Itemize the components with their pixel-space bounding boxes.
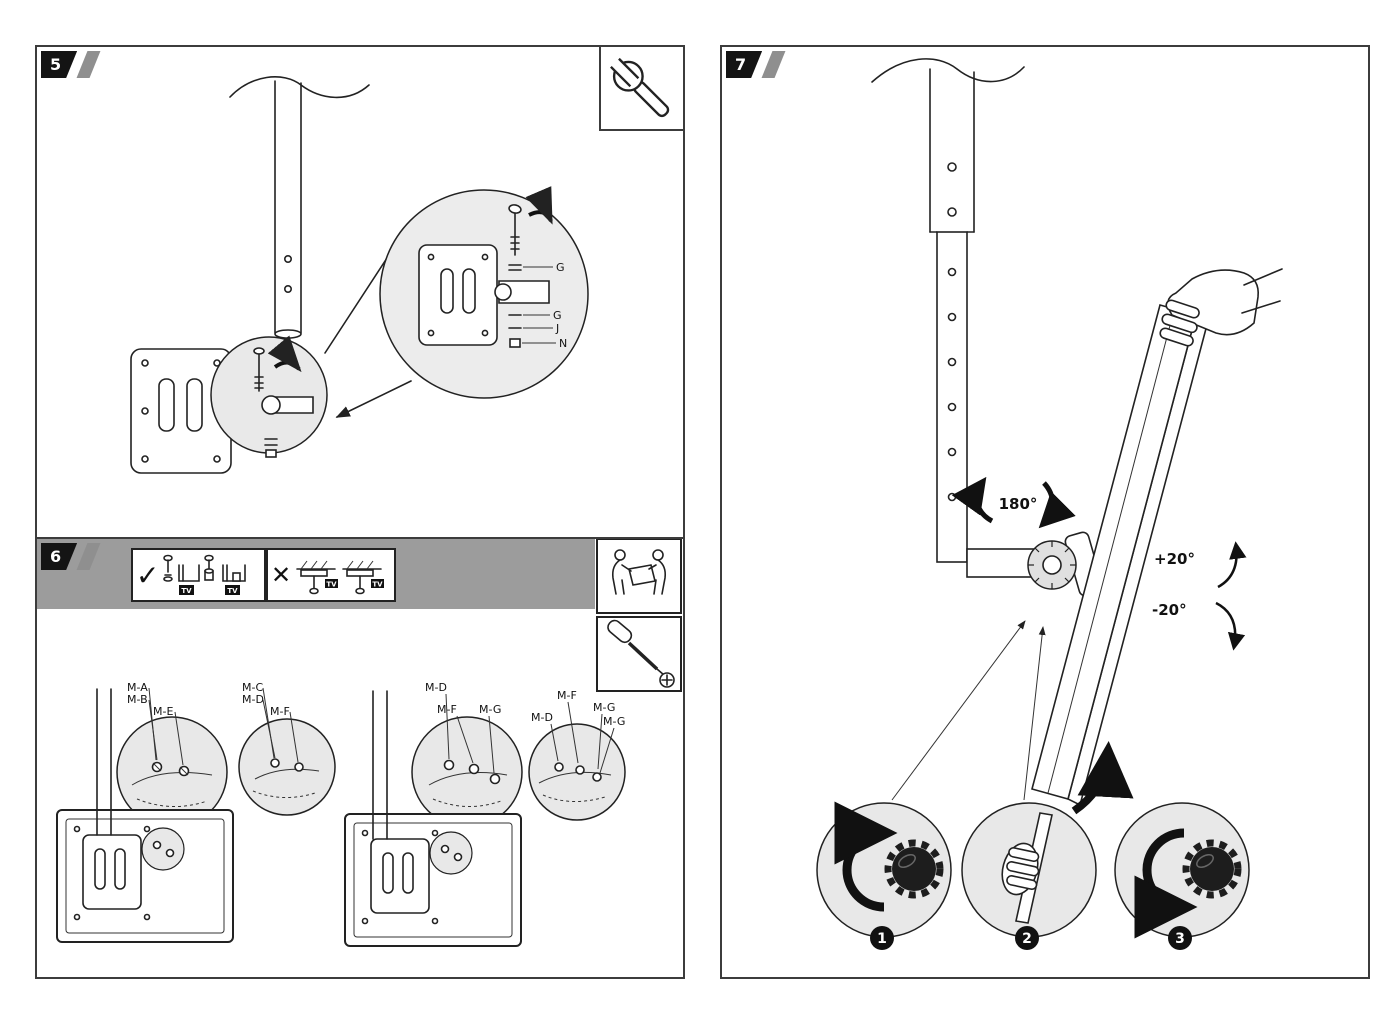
detail2-label-0: M-C	[242, 681, 263, 694]
tv-tag-label: TV	[372, 581, 383, 589]
ceiling-curve	[229, 76, 370, 99]
ceiling-curve	[871, 58, 1025, 83]
step5-number: 5	[41, 51, 77, 78]
tv-tag	[179, 585, 194, 595]
callout2-number: 2	[1022, 931, 1032, 947]
tv-bracket-icon	[222, 564, 246, 582]
rotation-label: 180°	[999, 495, 1038, 513]
detail1-label-1: M-B	[127, 693, 148, 706]
detail3-label-2: M-G	[479, 703, 501, 716]
tilt-motion-arrow	[1071, 741, 1134, 815]
tilt-down-arrow	[1215, 601, 1246, 651]
part-labels: G G J N	[522, 261, 567, 350]
callout3-badge	[1168, 926, 1192, 950]
callout3-number: 3	[1175, 931, 1185, 947]
tv-tag-label: TV	[181, 587, 192, 595]
screw-icon	[163, 554, 173, 582]
rotation-180-symbol: 180°	[951, 476, 1076, 529]
zoom-line-bottom	[335, 380, 412, 418]
callout2-leader	[1023, 626, 1046, 801]
hand-icon	[1159, 268, 1283, 347]
step7-illustration: 180°	[816, 58, 1283, 950]
step6-number: 6	[41, 543, 77, 570]
callout-circle-2	[961, 802, 1097, 938]
detail4-label-3: M-G	[603, 715, 625, 728]
label-J: J	[555, 322, 559, 335]
label-G-top: G	[556, 261, 565, 274]
detail2-label-2: M-F	[270, 705, 290, 718]
screw-spacer-icon	[204, 554, 214, 581]
zoom-detail-circle	[379, 186, 589, 399]
detail4-label-2: M-G	[593, 701, 615, 714]
tv-tag	[225, 585, 240, 595]
callout1-leader	[891, 620, 1026, 801]
detail1-label-2: M-E	[153, 705, 173, 718]
callout1-badge	[870, 926, 894, 950]
assembly-detail-circle	[210, 335, 328, 458]
zoom-line-top	[324, 254, 390, 354]
label-N: N	[559, 337, 567, 350]
wrench-icon	[610, 57, 670, 118]
screwdriver-box	[596, 616, 682, 692]
step5-section: 5	[35, 45, 685, 541]
check-icon: ✓	[136, 559, 159, 592]
knob-icon	[884, 839, 944, 899]
step6-tab: 6	[41, 543, 101, 570]
detail-circle-4	[528, 723, 626, 821]
step7-section: 7	[720, 45, 1370, 979]
tv-back-1	[56, 809, 234, 943]
tilt-up-arrow	[1217, 541, 1247, 589]
tv-tag-label: TV	[227, 587, 238, 595]
detail4-label-0: M-F	[557, 689, 577, 702]
tilt-down-label: -20°	[1152, 601, 1187, 619]
turn-arrow	[525, 186, 553, 225]
detail-circle-3	[411, 716, 523, 828]
step5-tab: 5	[41, 51, 101, 78]
detail3-label-0: M-D	[425, 681, 447, 694]
turn-arrow	[267, 335, 302, 373]
arm-hinge	[494, 280, 550, 304]
telescoping-pole	[929, 68, 975, 563]
wrong-mount-icon: TV	[342, 560, 384, 595]
step7-tab: 7	[726, 51, 786, 78]
callout-circle-3	[1114, 802, 1250, 939]
mount-pole	[274, 80, 302, 339]
detail-circle-2	[238, 718, 336, 816]
detail2-label-1: M-D	[242, 693, 264, 706]
cross-icon: ✕	[271, 561, 291, 589]
step7-number: 7	[726, 51, 762, 78]
tilt-labels: +20° -20°	[1152, 541, 1247, 651]
wrench-tool-box	[599, 47, 683, 131]
correct-usage-box: ✓ TV	[131, 548, 266, 602]
detail1-label-0: M-A	[127, 681, 148, 694]
callout-circle-1	[816, 801, 952, 938]
callout2-badge	[1015, 926, 1039, 950]
knob-icon	[1182, 839, 1242, 899]
hand-icon	[1001, 842, 1040, 896]
tv-tag-label: TV	[326, 581, 337, 589]
wrong-usage-box: ✕ TV	[266, 548, 396, 602]
step6-illustration: ✓ TV	[37, 539, 682, 947]
wrong-mount-icon: TV	[296, 560, 338, 595]
label-G-bottom: G	[553, 309, 562, 322]
callout1-number: 1	[877, 931, 887, 947]
phillips-icon	[659, 672, 675, 688]
screw-icon	[508, 204, 522, 256]
detail4-label-1: M-D	[531, 711, 553, 724]
tv-back-2	[344, 813, 522, 947]
tilt-up-label: +20°	[1154, 550, 1195, 568]
tilt-knob	[1027, 540, 1077, 590]
tv-bracket-icon	[178, 564, 200, 582]
tv-panel	[1031, 304, 1209, 807]
step5-illustration: G G J N	[130, 76, 589, 474]
two-person-box	[596, 539, 682, 614]
step6-section: 6 ✓	[35, 537, 685, 979]
two-person-carry-icon	[611, 549, 667, 595]
